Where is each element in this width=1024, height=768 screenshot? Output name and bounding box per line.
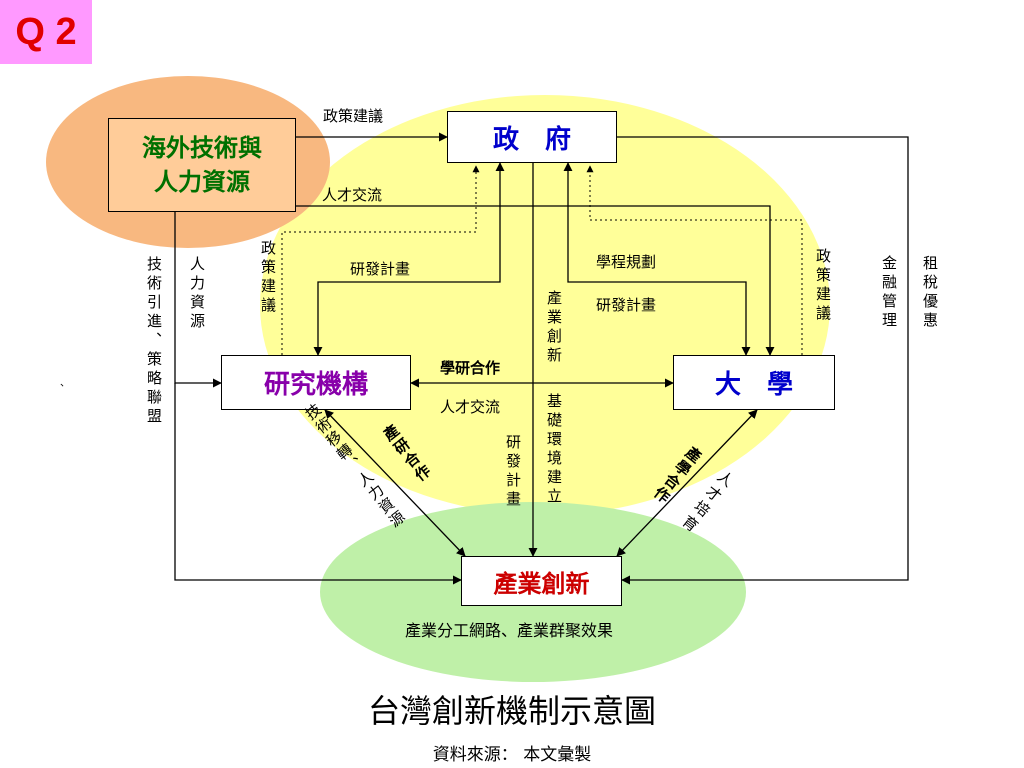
- label-rd-plan-mid-v: 研發計畫: [504, 434, 522, 510]
- edge-university-gov-policy-dotted: [586, 165, 803, 355]
- label-tax-incentive-v: 租稅優惠: [921, 255, 939, 331]
- label-talent-exchange-mid: 人才交流: [440, 398, 501, 416]
- label-policy-right-v: 政策建議: [814, 248, 832, 324]
- industry-node: 產業創新: [461, 556, 622, 606]
- industry-caption: 產業分工網路、產業群聚效果: [405, 621, 614, 640]
- research-node: 研究機構: [221, 355, 411, 410]
- edge-research-industry: [324, 409, 466, 557]
- label-hr-v: 人力資源: [188, 256, 206, 332]
- edge-gov-university-program: [563, 162, 751, 356]
- label-basic-env-v: 基礎環境建立: [545, 393, 563, 507]
- label-policy-left-v: 政策建議: [259, 240, 277, 316]
- question-badge: Q 2: [0, 0, 92, 64]
- university-node: 大 學: [673, 355, 835, 410]
- label-talent-exchange-top: 人才交流: [322, 186, 383, 204]
- government-label: 政 府: [492, 124, 571, 155]
- label-rd-plan-right: 研發計畫: [596, 296, 657, 314]
- overseas-line1: 海外技術與: [142, 133, 262, 162]
- university-label: 大 學: [714, 370, 793, 400]
- label-industry-innovation-v: 產業創新: [545, 290, 563, 366]
- government-node: 政 府: [447, 111, 617, 163]
- research-label: 研究機構: [263, 370, 368, 400]
- label-tick-mark: 、: [60, 378, 70, 389]
- label-academic-research-coop: 學研合作: [440, 359, 501, 377]
- label-policy-top: 政策建議: [323, 107, 384, 125]
- industry-label: 產業創新: [493, 568, 590, 598]
- overseas-node: 海外技術與 人力資源: [108, 118, 296, 212]
- label-finance-mgmt-v: 金融管理: [880, 255, 898, 331]
- source-note: 資料來源： 本文彙製: [432, 745, 592, 765]
- edge-gov-industry-finance: [617, 136, 909, 585]
- label-program-plan: 學程規劃: [596, 253, 657, 271]
- diagram-title: 台灣創新機制示意圖: [367, 692, 656, 730]
- edge-university-industry: [616, 409, 758, 557]
- label-rd-plan-left: 研發計畫: [350, 260, 411, 278]
- edge-research-gov-rd: [313, 162, 505, 356]
- label-tech-intro-v: 技術引進、策略聯盟: [145, 256, 163, 427]
- overseas-line2: 人力資源: [154, 167, 250, 196]
- edge-overseas-industry: [174, 383, 462, 585]
- edge-research-gov-policy-dotted: [281, 165, 480, 355]
